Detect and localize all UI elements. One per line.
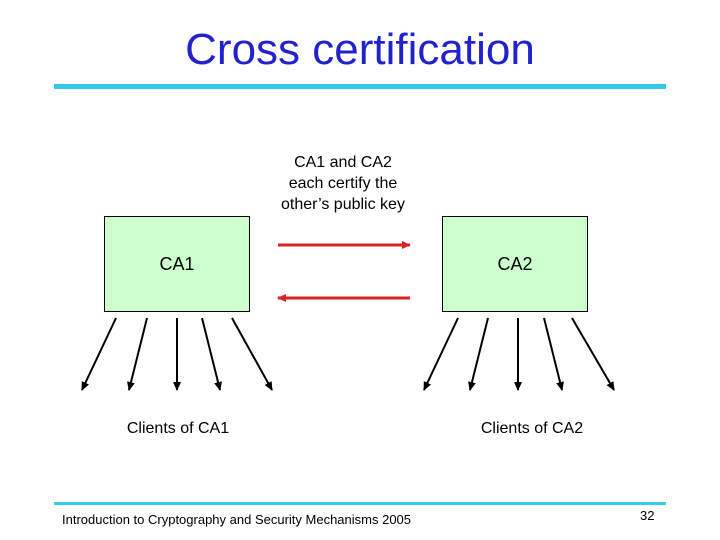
ca1-client-arrow xyxy=(231,317,273,391)
cross-cert-description: CA1 and CA2 each certify the other’s pub… xyxy=(281,154,405,213)
footer-text: Introduction to Cryptography and Securit… xyxy=(62,512,412,527)
ca2-client-arrow xyxy=(571,317,615,391)
ca2-label: CA2 xyxy=(497,253,533,274)
ca1-client-arrow xyxy=(81,317,117,391)
footer-rule xyxy=(54,502,666,505)
ca1-client-arrows xyxy=(81,317,273,391)
clients-of-ca2-label: Clients of CA2 xyxy=(480,420,584,437)
ca1-node: CA1 xyxy=(104,216,250,312)
ca1-client-arrow xyxy=(127,317,148,391)
slide-title: Cross certification xyxy=(185,25,535,74)
ca2-client-arrows xyxy=(423,317,615,391)
title-underline xyxy=(54,84,666,89)
ca1-client-arrow xyxy=(201,317,222,391)
ca2-client-arrow xyxy=(423,317,459,391)
ca1-label: CA1 xyxy=(159,253,195,274)
cross-certification-arrows xyxy=(277,241,411,302)
page-number: 32 xyxy=(640,508,655,523)
ca2-client-arrow xyxy=(543,317,564,391)
ca2-client-arrow xyxy=(468,317,489,391)
ca2-node: CA2 xyxy=(442,216,588,312)
clients-of-ca1-label: Clients of CA1 xyxy=(126,420,230,437)
